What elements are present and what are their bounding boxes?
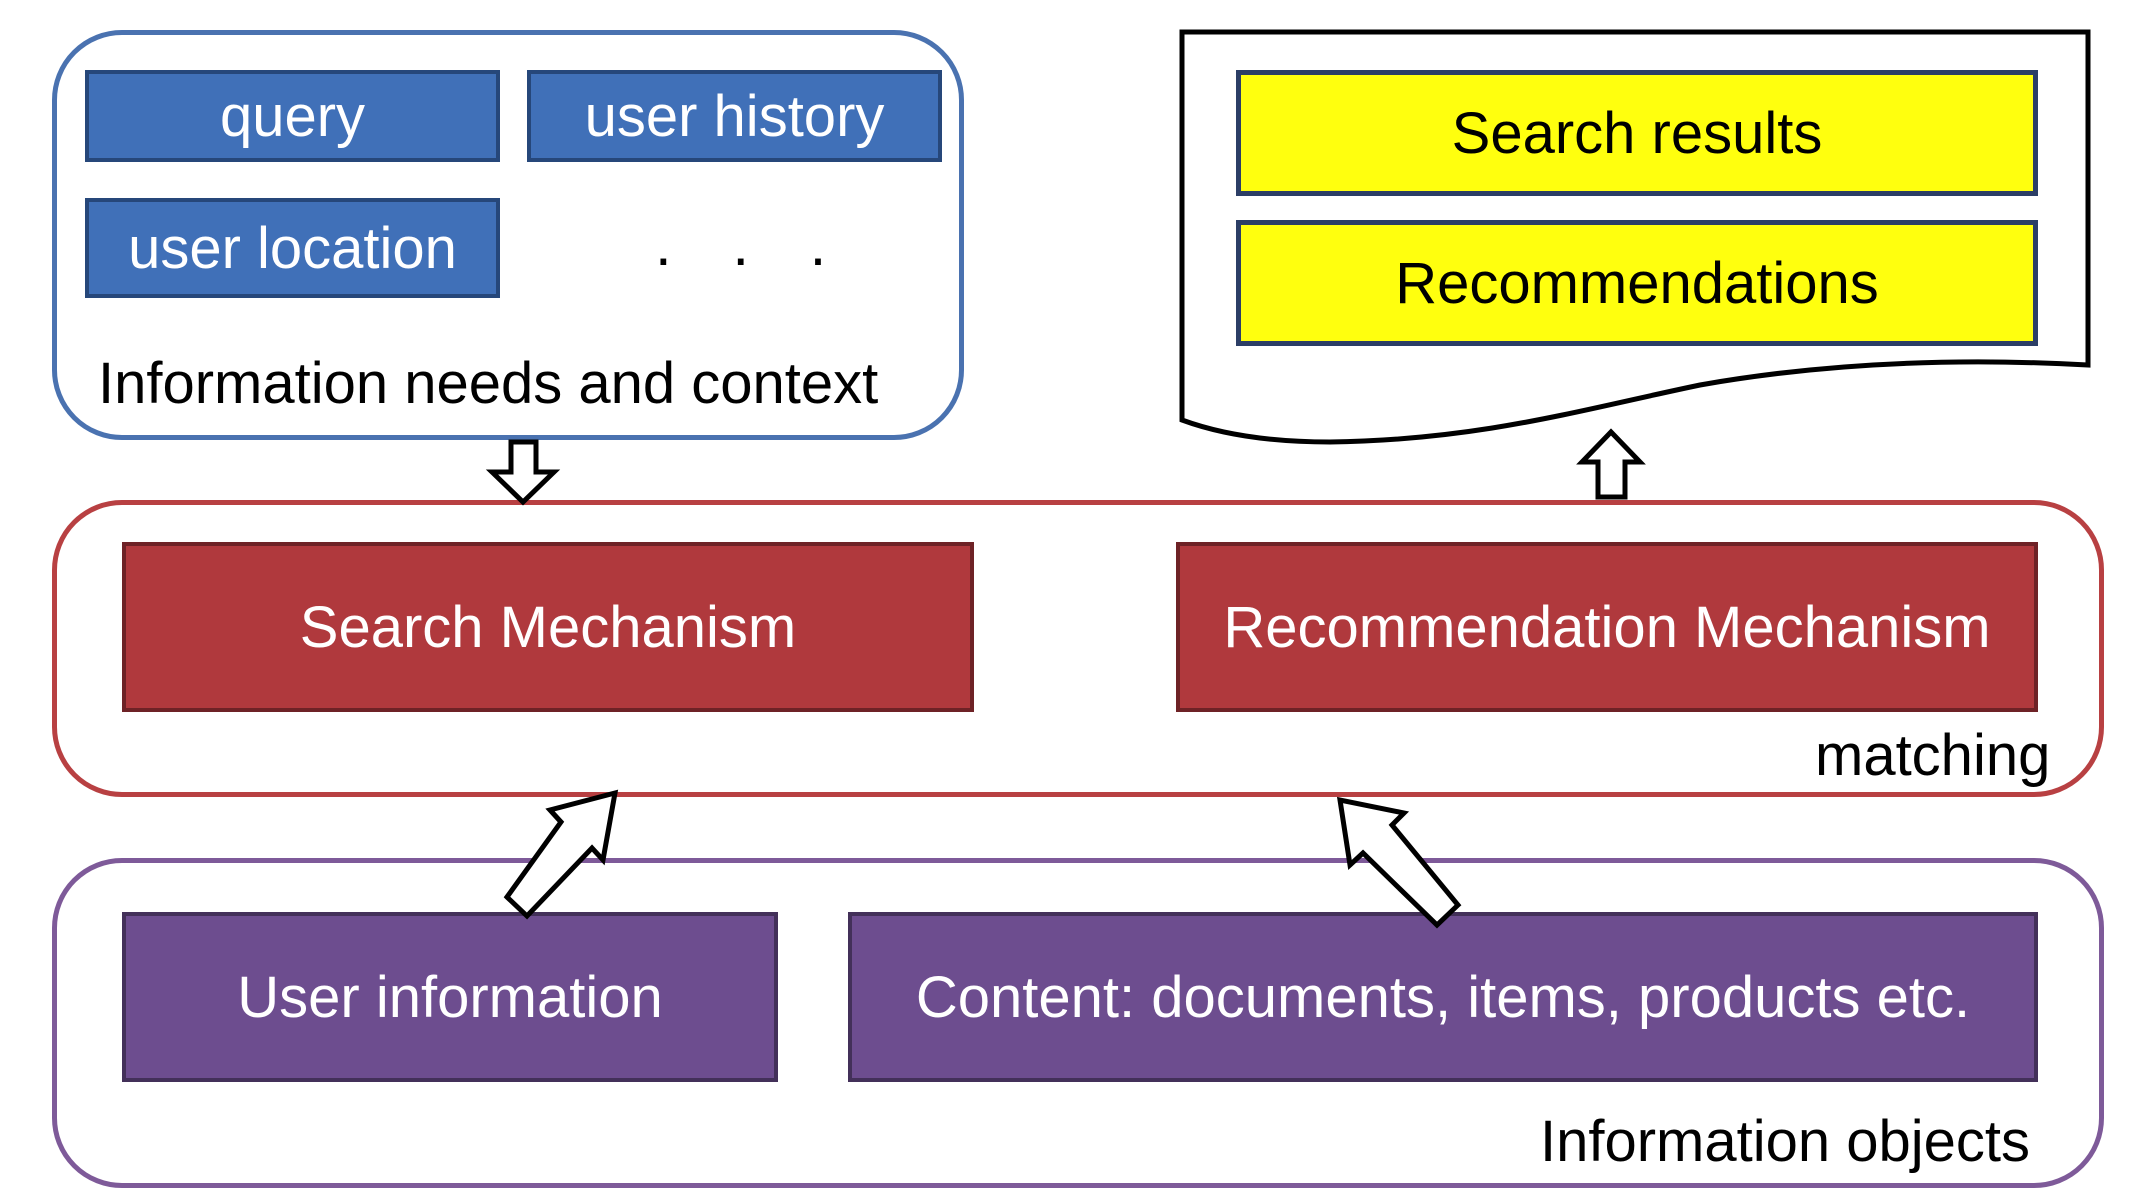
more-items-ellipsis: . . . bbox=[655, 211, 849, 278]
user-history-box: user history bbox=[527, 70, 942, 162]
query-box: query bbox=[85, 70, 500, 162]
content-box: Content: documents, items, products etc. bbox=[848, 912, 2038, 1082]
diagonal-arrow-up-right-icon bbox=[503, 789, 619, 920]
information-needs-label: Information needs and context bbox=[98, 351, 879, 416]
matching-label: matching bbox=[1815, 723, 2051, 788]
search-mechanism-box: Search Mechanism bbox=[122, 542, 974, 712]
up-arrow-icon bbox=[1576, 428, 1646, 500]
down-arrow-icon bbox=[485, 439, 561, 506]
recommendation-mechanism-box: Recommendation Mechanism bbox=[1176, 542, 2038, 712]
search-results-box: Search results bbox=[1236, 70, 2038, 196]
recommendations-box: Recommendations bbox=[1236, 220, 2038, 346]
user-location-box: user location bbox=[85, 198, 500, 298]
diagonal-arrow-up-left-icon bbox=[1336, 796, 1462, 929]
information-objects-label: Information objects bbox=[1540, 1109, 2031, 1174]
user-information-box: User information bbox=[122, 912, 778, 1082]
